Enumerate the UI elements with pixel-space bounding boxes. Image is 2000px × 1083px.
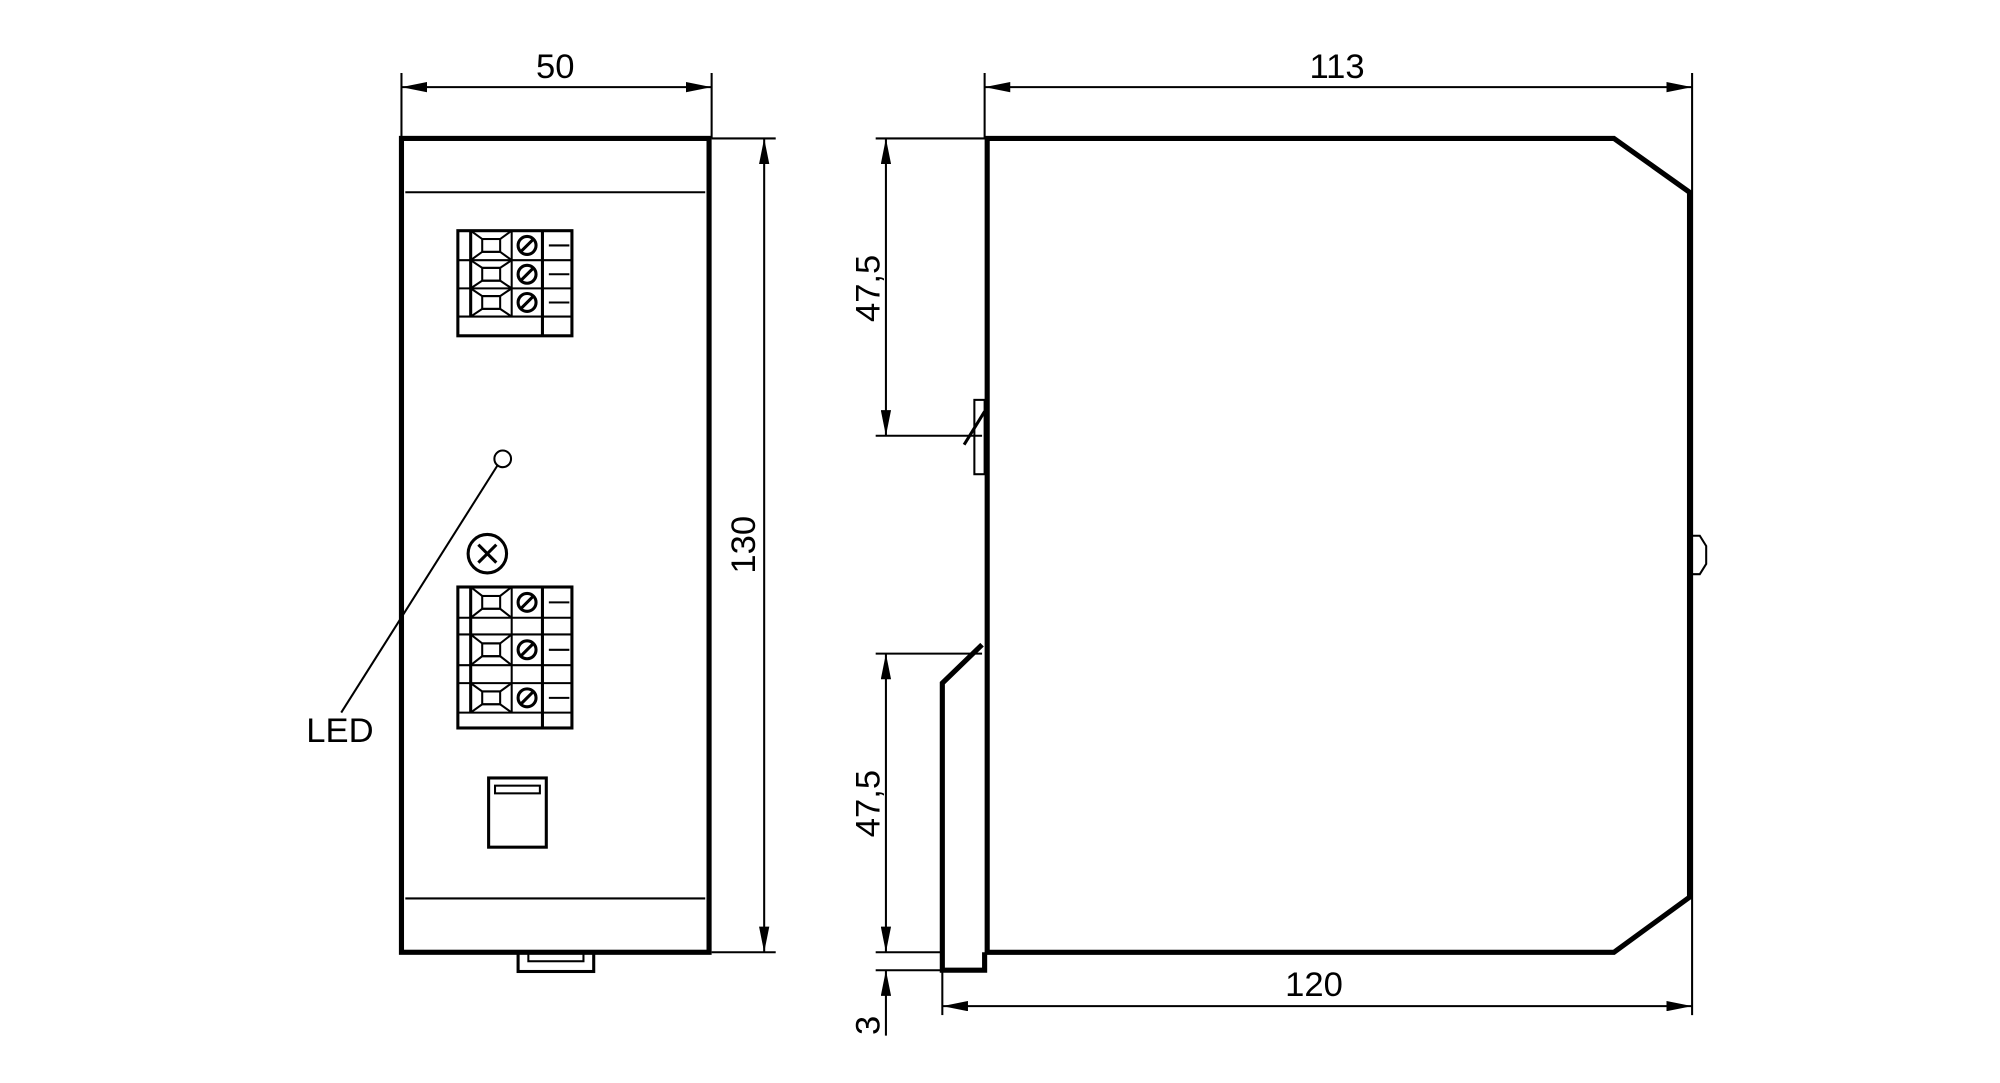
terminal-clamp-icon [457,682,572,714]
upper-rail-dim-label: 47,5 [850,255,888,322]
switch-window [487,776,548,849]
dimension-width-50: 50 [400,48,713,139]
screw-icon [516,591,538,613]
total-depth-dim-label: 120 [1285,966,1343,1004]
led-label: LED [306,712,373,750]
terminal-clamp-icon [457,586,572,619]
din-clip-lower [939,642,988,973]
depth-dim-label: 113 [1309,48,1364,86]
screw-icon [516,234,538,256]
dimension-offset-3: 3 [850,969,943,1036]
terminal-clamp-icon [457,287,572,318]
terminal-clamp-icon [457,633,572,667]
terminal-clamp-icon [457,259,572,290]
front-view: LED 50 130 [306,48,776,974]
terminal-block-top [456,229,574,338]
dimension-height-130: 130 [711,137,776,954]
terminal-clamp-icon [457,229,572,262]
potentiometer-icon [466,532,509,575]
screw-icon [516,687,538,709]
din-clip-upper [962,398,986,476]
side-housing-outline [984,135,1693,955]
dimension-depth-113: 113 [983,48,1694,1016]
din-rail-foot [516,950,596,974]
led-leader-line [340,464,499,714]
terminal-block-bottom [456,585,574,730]
screw-icon [516,263,538,285]
led-indicator [493,449,513,469]
dimension-total-depth-120: 120 [941,966,1693,1016]
screw-icon [516,639,538,661]
offset-dim-label: 3 [850,1016,888,1035]
dimension-lower-47-5: 47,5 [850,652,983,954]
side-latch-bump [1692,534,1708,576]
dimension-upper-47-5: 47,5 [850,137,988,437]
screw-icon [516,291,538,313]
side-view: 113 47,5 47,5 3 120 [850,48,1708,1036]
width-dim-label: 50 [536,48,574,86]
height-dim-label: 130 [725,516,763,574]
lower-rail-dim-label: 47,5 [850,770,888,837]
